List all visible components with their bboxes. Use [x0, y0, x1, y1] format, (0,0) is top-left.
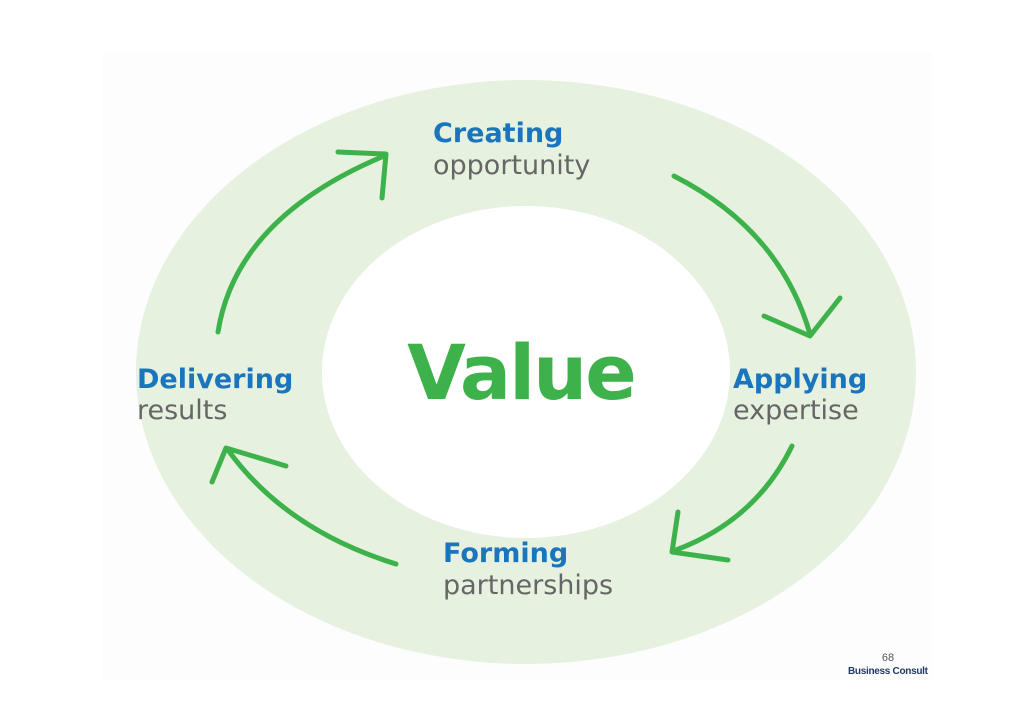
- footer-brand: Business Consult: [848, 666, 928, 677]
- stage-bottom-subtitle: partnerships: [443, 570, 613, 601]
- arrow-applying-to-forming: [669, 443, 795, 563]
- stage-top-subtitle: opportunity: [433, 150, 590, 181]
- stage-top-title: Creating: [433, 118, 563, 149]
- arrow-delivering-to-creating: [215, 149, 389, 335]
- stage-right-title: Applying: [733, 364, 867, 395]
- page-number: 68: [881, 652, 895, 664]
- stage-left-title: Delivering: [137, 364, 293, 395]
- arrow-forming-to-delivering: [209, 445, 399, 567]
- stage-left-subtitle: results: [137, 395, 227, 426]
- arrow-creating-to-applying: [671, 173, 843, 339]
- stage-right-subtitle: expertise: [733, 395, 859, 426]
- inner-hole: [322, 206, 730, 538]
- stage-bottom-title: Forming: [443, 538, 568, 569]
- center-label: Value: [407, 328, 635, 417]
